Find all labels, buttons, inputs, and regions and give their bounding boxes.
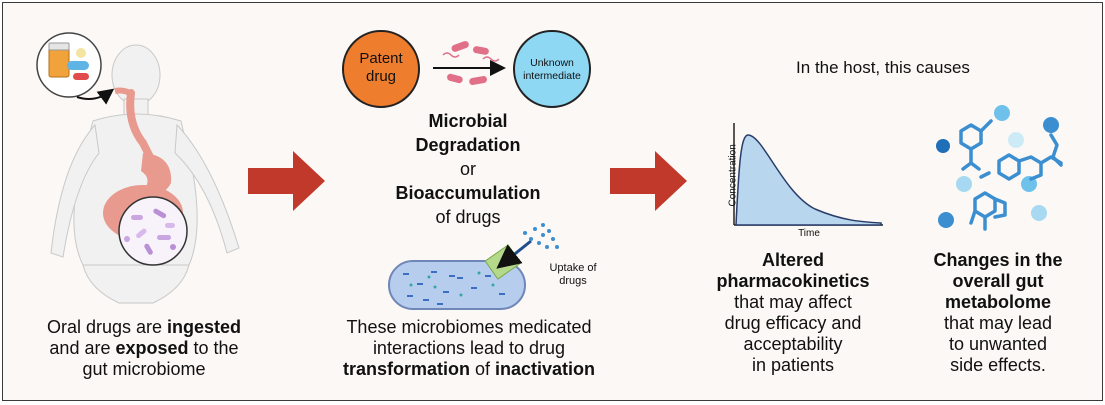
unknown-label-line: intermediate — [523, 70, 581, 82]
red-arrow-1 — [248, 151, 325, 211]
altered-line: pharmacokinetics — [716, 271, 870, 291]
unknown-intermediate-label: Unknown intermediate — [516, 57, 588, 83]
caption-bold-text: exposed — [115, 338, 189, 358]
altered-line: acceptability — [743, 334, 843, 354]
process-heading: Microbial Degradation or Bioaccumulation… — [363, 109, 573, 229]
changes-line: that may lead — [943, 313, 1053, 333]
metabolome-text: Changes in the overall gut metabolome th… — [913, 250, 1083, 376]
changes-line: to unwanted — [948, 334, 1048, 354]
patent-drug-label: Patent drug — [349, 50, 413, 86]
changes-line: side effects. — [950, 355, 1046, 375]
chart-xlabel: Time — [798, 228, 820, 239]
caption-text: gut microbiome — [82, 359, 206, 379]
host-heading: In the host, this causes — [796, 58, 970, 77]
uptake-label-line: Uptake of — [549, 262, 597, 274]
altered-line: that may affect — [734, 292, 852, 312]
caption-text: to the — [188, 338, 239, 358]
heading-bioaccumulation: Bioaccumulation — [395, 183, 541, 203]
altered-line: in patients — [751, 355, 835, 375]
caption-bold-text: inactivation — [495, 359, 596, 379]
caption-text: and are — [49, 338, 116, 358]
heading-microbial: Microbial — [428, 111, 508, 131]
altered-pk-text: Altered pharmacokinetics that may affect… — [698, 250, 888, 376]
unknown-intermediate-circle — [513, 30, 591, 108]
unknown-label-line: Unknown — [530, 57, 574, 69]
red-arrow-2 — [610, 151, 687, 211]
heading-degradation: Degradation — [415, 135, 521, 155]
patent-drug-circle — [342, 30, 420, 108]
caption-text: These microbiomes medicated — [346, 317, 592, 337]
caption-bold-text: transformation — [342, 359, 470, 379]
heading-or: or — [459, 159, 476, 179]
panel2-caption: These microbiomes medicated interactions… — [313, 317, 625, 380]
caption-bold-text: ingested — [167, 317, 242, 337]
bacterium-cell — [388, 223, 559, 310]
chart-ylabel: Concentration — [727, 144, 739, 207]
patent-label-line: Patent — [359, 50, 403, 67]
metabolome-molecules — [936, 105, 1063, 231]
caption-text: interactions lead to drug — [372, 338, 566, 358]
changes-line: metabolome — [944, 292, 1052, 312]
panel1-caption: Oral drugs are ingested and are exposed … — [25, 317, 263, 380]
gut-microbiome-zoom — [118, 196, 188, 266]
altered-line: drug efficacy and — [724, 313, 862, 333]
pk-curve-chart — [733, 123, 883, 226]
pills-illustration — [36, 32, 115, 105]
patent-label-line: drug — [365, 68, 397, 85]
changes-line: overall gut — [952, 271, 1044, 291]
bacteria-cluster — [442, 41, 500, 85]
changes-line: Changes in the — [933, 250, 1063, 270]
caption-text: Oral drugs are — [46, 317, 168, 337]
artwork-layer — [36, 30, 1063, 310]
uptake-label: Uptake of drugs — [543, 262, 603, 288]
caption-text: of — [469, 359, 495, 379]
heading-of-drugs: of drugs — [435, 207, 501, 227]
altered-line: Altered — [761, 250, 824, 270]
uptake-label-line: drugs — [559, 275, 587, 287]
